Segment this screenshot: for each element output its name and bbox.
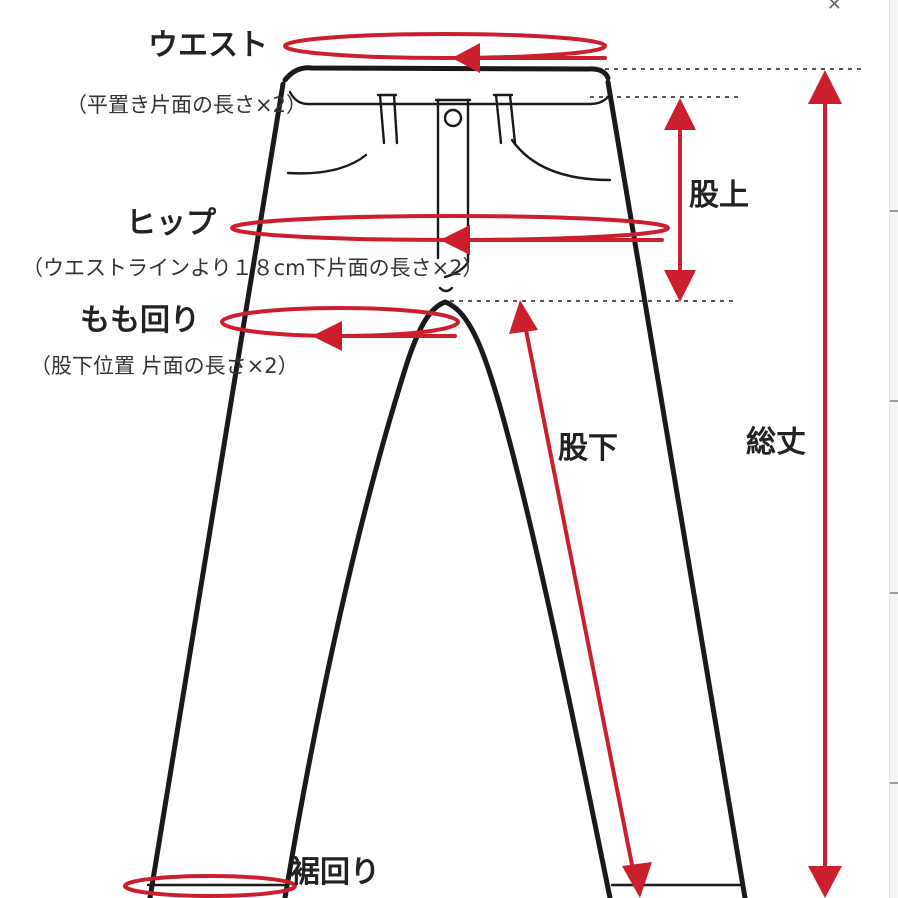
inseam-arrow-down [622,862,652,898]
inseam-line [523,323,637,882]
waist-label: ウエスト [148,28,268,63]
hem-label: 裾回り [290,855,380,890]
total-arrow-up [808,70,842,104]
belt-loop-right [492,93,517,145]
waist-arrow-head [452,43,480,73]
waistband-top [282,65,611,83]
rise-label: 股上 [689,178,749,213]
hem-ellipse [123,874,297,898]
left-outer-seam [147,81,286,898]
inseam-arrow-up [509,300,538,334]
waistband-bottom [288,90,612,106]
scroll-tick [890,210,898,212]
pants-details [146,90,744,887]
hip-note: （ウエストラインより１８cm下片面の長さ×2） [22,256,484,280]
scroll-tick [890,400,898,402]
crotch-mark [438,286,454,293]
belt-loop-left [376,93,399,145]
rise-arrow-down [664,270,696,302]
hip-label: ヒップ [126,206,216,241]
scroll-tick [890,592,898,594]
waist-button [443,108,463,128]
waist-note: （平置き片面の長さ×2） [66,93,307,117]
hip-arrow-head [440,225,470,255]
front-pocket-left [286,153,368,175]
scrollbar-track[interactable] [889,0,898,898]
fly-right [443,98,470,279]
rise-arrow-up [664,98,696,130]
thigh-arrow-head [312,321,342,351]
waist-ellipse [283,32,607,60]
thigh-label: もも回り [80,303,200,338]
inner-legs [282,299,613,898]
measurement-markers [123,32,827,898]
front-pocket-right [510,138,612,182]
total-length-label: 総丈 [746,425,806,460]
arrow-heads [312,43,842,898]
inseam-label: 股下 [558,431,618,466]
pants-outline [147,65,748,898]
scroll-tick [890,782,898,784]
thigh-note: （股下位置 片面の長さ×2） [30,354,299,378]
close-icon[interactable]: ✕ [826,0,842,15]
total-arrow-down [808,866,842,898]
right-outer-seam [605,79,748,898]
